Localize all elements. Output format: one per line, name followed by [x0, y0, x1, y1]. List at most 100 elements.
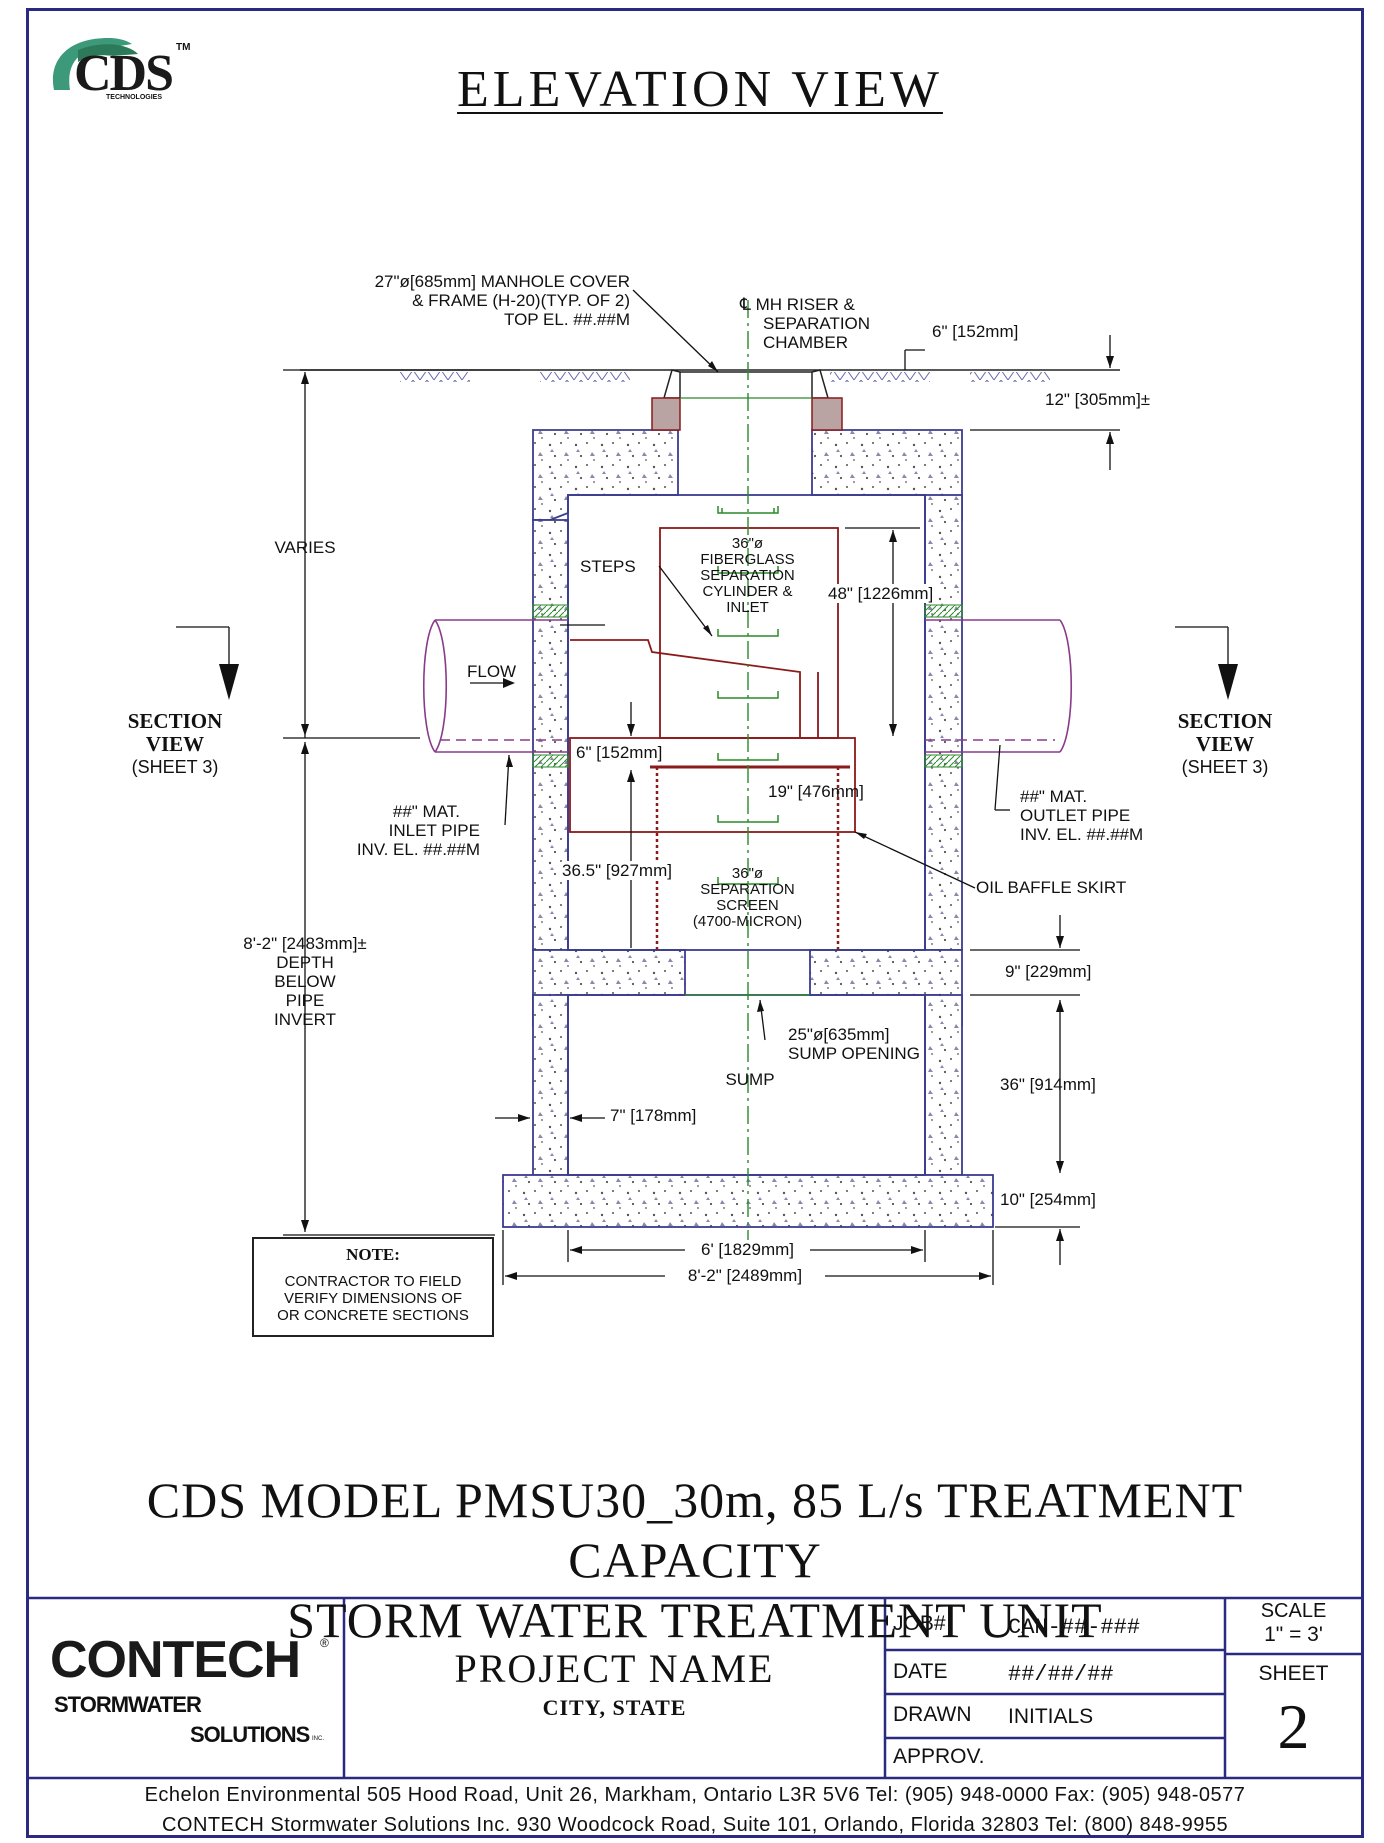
label-line: SEPARATION — [763, 314, 871, 333]
contech-logo-line2: SOLUTIONS — [190, 1722, 310, 1747]
dim-36in: 36" [914mm] — [1000, 1075, 1096, 1094]
cds-logo: CDS TM TECHNOLOGIES — [48, 30, 198, 106]
label-line: 25"ø[635mm] — [788, 1025, 890, 1044]
sump-opening-label: 25"ø[635mm] SUMP OPENING — [788, 1025, 920, 1063]
cds-logo-text: CDS — [74, 45, 174, 102]
label-line: INV. EL. ##.##M — [356, 840, 480, 859]
dim-9in: 9" [229mm] — [1005, 962, 1092, 981]
label-line: VIEW — [1195, 732, 1255, 756]
label-line: CYLINDER & — [702, 583, 793, 600]
dim-6in-mid: 6" [152mm] — [576, 743, 663, 762]
pipes — [422, 619, 1073, 753]
job-label: JOB# — [893, 1612, 946, 1635]
model-title-line: STORM WATER TREATMENT UNIT — [287, 1592, 1103, 1648]
date-value: ##/##/## — [1008, 1662, 1114, 1687]
contech-logo: CONTECH ® STORMWATER SOLUTIONS INC. — [50, 1630, 340, 1750]
label-line: INV. EL. ##.##M — [1020, 825, 1144, 844]
approv-label: APPROV. — [893, 1745, 985, 1768]
project-name: PROJECT NAME — [454, 1646, 775, 1691]
manhole-cover-label: 27"ø[685mm] MANHOLE COVER & FRAME (H-20)… — [340, 272, 630, 329]
cds-logo-tm: TM — [176, 42, 191, 53]
job-value: CAN-##-### — [1008, 1615, 1141, 1640]
inlet-pipe-label: ##" MAT. INLET PIPE INV. EL. ##.##M — [320, 802, 480, 859]
separation-cylinder — [569, 527, 856, 950]
title-block — [28, 1596, 1362, 1780]
centerline-riser-label: ℄ MH RISER & SEPARATION CHAMBER — [740, 295, 870, 352]
soil-hatch — [830, 372, 930, 382]
model-title: CDS MODEL PMSU30_30m, 85 L/s TREATMENT C… — [30, 1470, 1360, 1650]
label-line: CHAMBER — [763, 333, 849, 352]
label-line: SECTION — [1177, 709, 1273, 733]
soil-hatch — [400, 372, 470, 382]
section-view-left: SECTION VIEW (SHEET 3) — [115, 710, 235, 779]
page-title: ELEVATION VIEW — [457, 61, 943, 118]
soil-hatch — [970, 372, 1050, 382]
label-line: CONTRACTOR TO FIELD — [284, 1273, 462, 1290]
label-line: VERIFY DIMENSIONS OF — [283, 1290, 463, 1307]
depth-label: 8'-2" [2483mm]± DEPTH BELOW PIPE INVERT — [215, 934, 395, 1029]
sheet-label: SHEET — [1258, 1662, 1329, 1685]
cds-logo-sub: TECHNOLOGIES — [106, 94, 163, 101]
oil-baffle-label: OIL BAFFLE SKIRT — [976, 878, 1127, 897]
label-line: INLET — [726, 599, 769, 616]
label-line: (4700-MICRON) — [692, 913, 803, 930]
dim-8ft: 8'-2" [2489mm] — [687, 1266, 803, 1285]
label-line: 36"ø — [731, 865, 764, 882]
scale-label: SCALE — [1260, 1600, 1327, 1622]
dim-12in: 12" [305mm]± — [1045, 390, 1151, 409]
label-line: ℄ MH RISER & — [740, 295, 855, 314]
note-heading: NOTE: — [346, 1245, 400, 1264]
contech-logo-reg: ® — [320, 1636, 329, 1650]
label-line: 27"ø[685mm] MANHOLE COVER — [374, 272, 630, 291]
label-line: OUTLET PIPE — [1020, 806, 1131, 825]
scale-value: 1" = 3' — [1264, 1623, 1323, 1646]
label-line: DEPTH — [276, 953, 334, 972]
soil-hatch — [540, 372, 630, 382]
drawn-value: INITIALS — [1008, 1705, 1094, 1728]
label-line: INLET PIPE — [388, 821, 480, 840]
label-line: ##" MAT. — [1020, 787, 1088, 806]
label-line: PIPE — [285, 991, 325, 1010]
label-line: OR CONCRETE SECTIONS — [277, 1307, 469, 1324]
label-line: SUMP OPENING — [788, 1044, 920, 1063]
label-line: SEPARATION — [700, 881, 795, 898]
arrowheads — [219, 356, 1238, 1280]
date-label: DATE — [893, 1660, 948, 1683]
label-line: TOP EL. ##.##M — [504, 310, 630, 329]
label-line: SECTION — [127, 709, 223, 733]
city-state: CITY, STATE — [542, 1695, 687, 1720]
label-line: ##" MAT. — [392, 802, 460, 821]
label-line: (SHEET 3) — [1181, 757, 1269, 777]
dim-7in: 7" [178mm] — [610, 1106, 697, 1125]
outlet-pipe-label: ##" MAT. OUTLET PIPE INV. EL. ##.##M — [1020, 787, 1143, 844]
label-line: 8'-2" [2483mm]± — [243, 934, 367, 953]
cds-logo-mark — [52, 38, 138, 90]
label-line: INVERT — [273, 1010, 337, 1029]
contech-logo-name: CONTECH — [50, 1631, 301, 1689]
dim-10in: 10" [254mm] — [1000, 1190, 1096, 1209]
sheet-number: 2 — [1277, 1691, 1310, 1762]
contech-logo-line1: STORMWATER — [54, 1692, 202, 1717]
label-line: & FRAME (H-20)(TYP. OF 2) — [412, 291, 630, 310]
flow-label: FLOW — [467, 662, 517, 681]
drawn-label: DRAWN — [893, 1703, 972, 1726]
label-line: 36"ø — [731, 535, 764, 552]
label-line: (SHEET 3) — [131, 757, 219, 777]
contech-logo-inc: INC. — [312, 1736, 324, 1742]
label-line: SCREEN — [716, 897, 779, 914]
steps-label: STEPS — [580, 557, 636, 576]
sheet-border — [26, 8, 1364, 1838]
footer-line-1: Echelon Environmental 505 Hood Road, Uni… — [144, 1784, 1246, 1806]
note-box: NOTE: CONTRACTOR TO FIELD VERIFY DIMENSI… — [252, 1237, 494, 1337]
label-line: VIEW — [145, 732, 205, 756]
varies-label: VARIES — [274, 538, 336, 557]
dim-19in: 19" [476mm] — [768, 782, 864, 801]
label-line: BELOW — [274, 972, 336, 991]
model-title-line: CDS MODEL PMSU30_30m, 85 L/s TREATMENT C… — [146, 1472, 1244, 1588]
footer-line-2: CONTECH Stormwater Solutions Inc. 930 Wo… — [161, 1814, 1229, 1836]
label-line: SEPARATION — [700, 567, 795, 584]
cylinder-label: 36"ø FIBERGLASS SEPARATION CYLINDER & IN… — [680, 536, 815, 616]
dim-6ft: 6' [1829mm] — [700, 1240, 794, 1259]
screen-label: 36"ø SEPARATION SCREEN (4700-MICRON) — [680, 866, 815, 930]
